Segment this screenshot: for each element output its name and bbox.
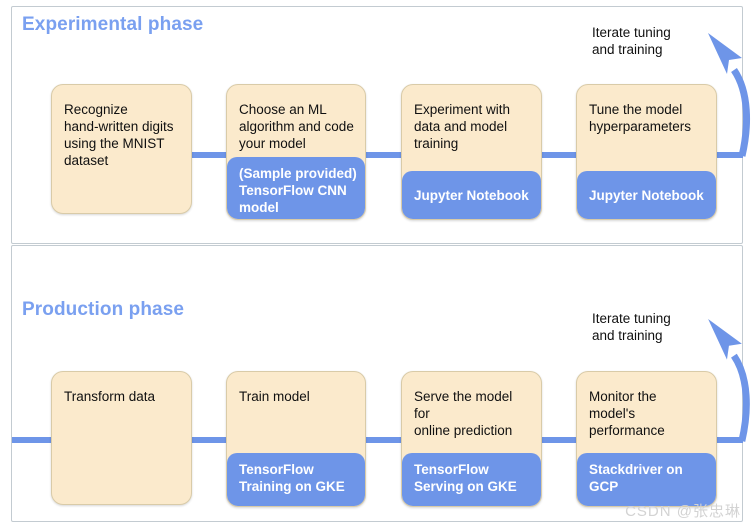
iterate-label-production: Iterate tuning and training (592, 311, 671, 343)
step-card-text: Recognize hand-written digits using the … (64, 102, 174, 168)
step-card-text: Tune the model hyperparameters (589, 102, 692, 134)
connector-prod-4-loop (713, 437, 743, 443)
iterate-arrow-experimental (708, 33, 751, 157)
step-card[interactable]: Serve the model for online prediction Te… (401, 371, 542, 507)
step-card-badge: Stackdriver on GCP (577, 453, 716, 506)
connector-prod-2-3 (359, 437, 407, 443)
step-card[interactable]: Recognize hand-written digits using the … (51, 84, 192, 214)
step-card[interactable]: Tune the model hyperparameters Jupyter N… (576, 84, 717, 220)
connector-exp-3-4 (534, 152, 582, 158)
step-card-text: Train model (239, 389, 310, 404)
step-card-badge: TensorFlow Serving on GKE (402, 453, 541, 506)
step-card-text: Experiment with data and model training (414, 102, 511, 151)
production-phase-title: Production phase (22, 299, 185, 320)
step-card-badge: Jupyter Notebook (402, 171, 541, 219)
connector-exp-4-loop (713, 152, 743, 158)
iterate-label-experimental: Iterate tuning and training (592, 25, 671, 57)
step-card[interactable]: Experiment with data and model training … (401, 84, 542, 220)
connector-exp-2-3 (359, 152, 407, 158)
step-card[interactable]: Train model TensorFlow Training on GKE (226, 371, 366, 507)
step-card[interactable]: Monitor the model's performance Stackdri… (576, 371, 717, 507)
iterate-arrow-production (708, 318, 750, 442)
connector-exp-1-2 (190, 152, 232, 158)
step-card[interactable]: Transform data (51, 371, 192, 505)
watermark: CSDN @张忠琳 (625, 503, 741, 520)
step-card[interactable]: Choose an ML algorithm and code your mod… (226, 84, 366, 220)
step-card-text: Monitor the model's performance (589, 389, 665, 438)
step-card-text: Choose an ML algorithm and code your mod… (239, 102, 354, 151)
step-card-badge: Jupyter Notebook (577, 171, 716, 219)
step-card-badge: (Sample provided) TensorFlow CNN model (227, 157, 365, 219)
step-card-text: Serve the model for online prediction (414, 389, 513, 438)
experimental-phase-title: Experimental phase (22, 14, 204, 35)
connector-prod-start (12, 437, 52, 443)
step-card-badge: TensorFlow Training on GKE (227, 453, 365, 506)
step-card-text: Transform data (64, 389, 156, 404)
connector-prod-1-2 (190, 437, 232, 443)
connector-prod-3-4 (534, 437, 582, 443)
